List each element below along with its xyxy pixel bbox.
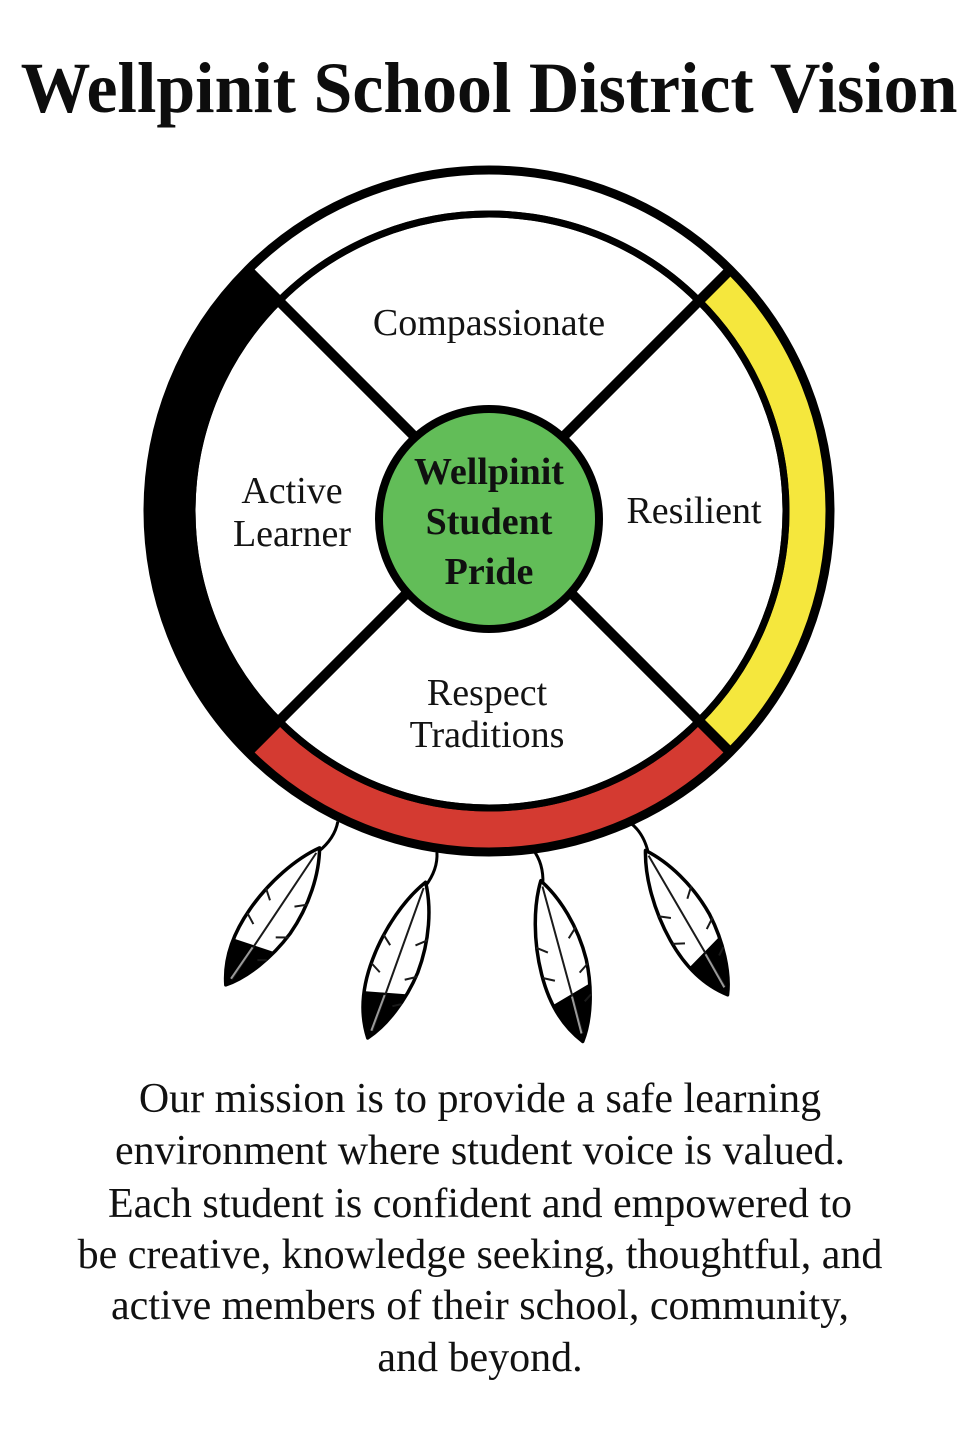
feather-icon bbox=[348, 844, 458, 1047]
page-title: Wellpinit School District Vision bbox=[21, 49, 958, 128]
feather-icon bbox=[208, 807, 356, 999]
mission-line-6: and beyond. bbox=[377, 1335, 582, 1381]
quadrant-label-right: Resilient bbox=[626, 490, 762, 532]
outer-rim bbox=[143, 165, 835, 857]
quadrant-label-bottom-line1: Respect bbox=[427, 672, 548, 714]
center-label-line3: Pride bbox=[445, 551, 534, 593]
mission-line-3: Each student is confident and empowered … bbox=[108, 1181, 852, 1227]
mission-statement: Our mission is to provide a safe learnin… bbox=[78, 1076, 883, 1381]
center-label-line2: Student bbox=[426, 501, 553, 543]
inner-rim bbox=[188, 210, 790, 812]
quadrant-label-bottom-line2: Traditions bbox=[410, 714, 565, 756]
ring-sector-top bbox=[242, 166, 736, 306]
mission-line-5: active members of their school, communit… bbox=[111, 1283, 849, 1329]
quadrant-label-left-line1: Active bbox=[241, 470, 342, 512]
medicine-wheel: Compassionate Resilient Respect Traditio… bbox=[143, 165, 835, 857]
mission-line-2: environment where student voice is value… bbox=[115, 1128, 845, 1174]
center-circle bbox=[375, 405, 603, 633]
quadrant-label-top: Compassionate bbox=[373, 302, 605, 344]
mission-line-4: be creative, knowledge seeking, thoughtf… bbox=[78, 1232, 883, 1278]
mission-line-1: Our mission is to provide a safe learnin… bbox=[139, 1076, 821, 1122]
feather-icon bbox=[607, 811, 750, 1005]
quadrant-label-left-line2: Learner bbox=[233, 513, 351, 555]
center-label-line1: Wellpinit bbox=[414, 451, 564, 493]
feather-icon bbox=[508, 844, 609, 1048]
